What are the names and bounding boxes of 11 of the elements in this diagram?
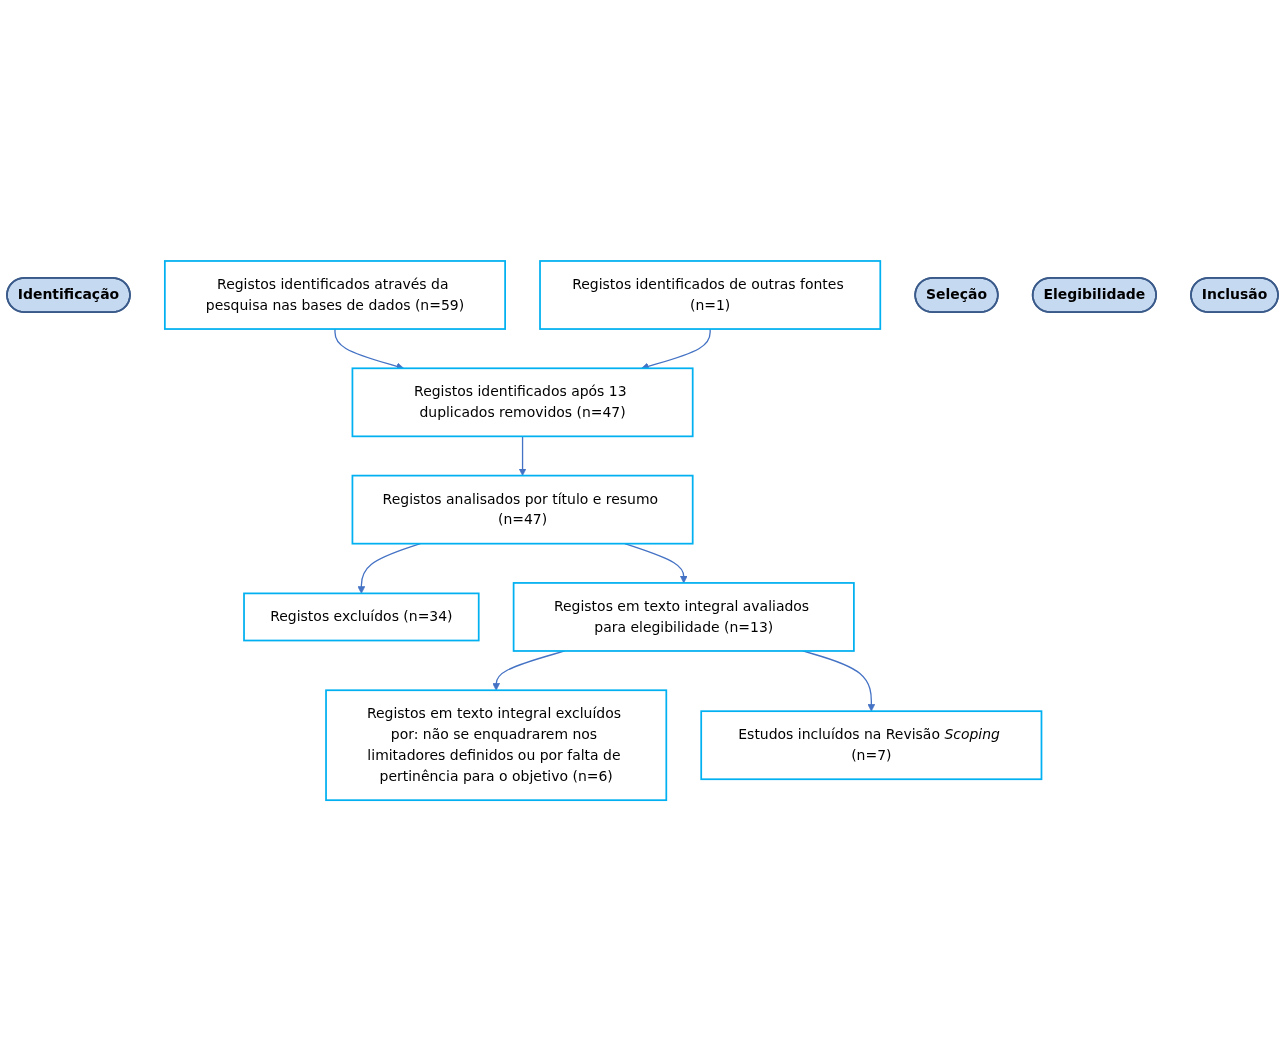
node-box: Registos excluídos (n=34) [243, 592, 480, 642]
node-box: Registos em texto integral excluídos por: não se enquadrarem nos limitadores definidos ou por falta de pertinência para o objetivo (n=6) [325, 689, 668, 801]
node-box: Estudos incluídos na Revisão Scoping (n=7) [700, 710, 1043, 781]
arrow [334, 328, 404, 370]
node-box: Registos identificados de outras fontes (n=1) [539, 260, 882, 330]
arrow [641, 328, 711, 370]
arrow [518, 435, 527, 476]
node-box: Registos identificados após 13 duplicados removidos (n=47) [351, 367, 694, 438]
node-box: Registos identificados através da pesquisa nas bases de dados (n=59) [163, 260, 506, 330]
node-box: Registos em texto integral avaliados para elegibilidade (n=13) [512, 582, 855, 652]
node-box: Registos analisados por título e resumo (n=47) [351, 474, 694, 545]
